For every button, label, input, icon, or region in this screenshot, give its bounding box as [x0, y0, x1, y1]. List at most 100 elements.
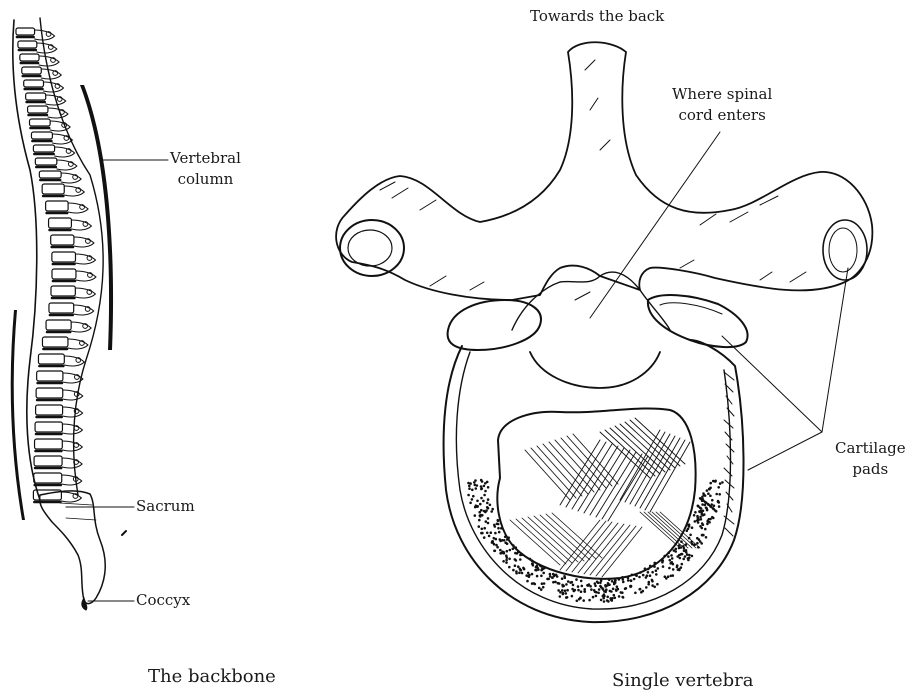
stipple-dot-144 [555, 581, 557, 583]
stipple-dot-18 [577, 586, 579, 588]
sketch-stroke-4 [730, 212, 748, 222]
stipple-dot-358 [472, 489, 474, 491]
process-7 [50, 121, 70, 131]
stipple-dot-269 [671, 562, 673, 564]
stipple-dot-362 [664, 555, 666, 557]
sketch-stroke-2 [420, 200, 436, 210]
stipple-dot-0 [598, 592, 600, 594]
label-vertebral-column: Vertebral column [170, 148, 241, 190]
cartilage-leader-3 [748, 432, 822, 470]
sacrum-detail [60, 503, 96, 520]
stipple-dot-281 [703, 493, 705, 495]
stipple-dot-355 [695, 512, 697, 514]
stipple-dot-404 [482, 515, 484, 517]
stipple-dot-106 [667, 576, 669, 578]
stipple-dot-386 [625, 588, 627, 590]
stipple-dot-110 [481, 509, 483, 511]
stipple-dot-92 [541, 575, 543, 577]
stipple-dot-452 [701, 527, 703, 529]
stipple-dot-139 [652, 571, 654, 573]
process-18 [75, 288, 95, 298]
hatch-line-24 [630, 420, 680, 466]
vertebra-body-18 [51, 286, 75, 296]
stipple-dot-183 [705, 502, 707, 504]
stipple-dot-419 [688, 557, 690, 559]
stipple-dot-337 [541, 583, 543, 585]
stipple-dot-365 [531, 573, 533, 575]
stipple-dot-468 [549, 576, 551, 578]
stipple-dot-375 [487, 499, 489, 501]
stipple-dot-412 [683, 550, 685, 552]
stipple-dot-175 [670, 575, 672, 577]
stipple-dot-67 [627, 577, 629, 579]
stipple-dot-480 [600, 580, 602, 582]
stipple-dot-266 [642, 574, 644, 576]
stipple-dot-481 [703, 534, 705, 536]
stipple-dot-198 [500, 549, 502, 551]
stipple-dot-135 [497, 546, 499, 548]
stipple-dot-447 [640, 572, 642, 574]
stipple-dot-389 [588, 584, 590, 586]
stipple-dot-394 [697, 518, 699, 520]
stipple-dot-515 [516, 572, 518, 574]
stipple-dot-285 [648, 581, 650, 583]
caption-backbone: The backbone [148, 666, 276, 687]
stipple-dot-497 [481, 481, 483, 483]
stipple-dot-353 [719, 483, 721, 485]
process-15 [74, 237, 94, 247]
stipple-dot-282 [543, 583, 545, 585]
spinal-canal-top [512, 272, 670, 330]
stipple-dot-471 [500, 553, 502, 555]
stipple-dot-30 [480, 486, 482, 488]
process-11 [61, 173, 81, 183]
stipple-dot-234 [685, 550, 687, 552]
left-process-end-inner [348, 230, 392, 266]
stipple-dot-105 [686, 554, 688, 556]
stipple-dot-184 [702, 498, 704, 500]
sacrum-fleck [122, 531, 126, 535]
hatch-line-19 [605, 430, 655, 476]
stipple-dot-315 [645, 577, 647, 579]
stipple-dot-465 [696, 520, 698, 522]
spine-front-contour [13, 20, 40, 500]
stipple-dot-108 [498, 527, 500, 529]
sketch-stroke-1 [392, 188, 408, 198]
stipple-dot-91 [475, 480, 477, 482]
stipple-dot-86 [595, 595, 597, 597]
stipple-dot-13 [483, 485, 485, 487]
stipple-dot-423 [531, 560, 533, 562]
stipple-dot-514 [567, 581, 569, 583]
flank-line-4 [724, 420, 733, 428]
stipple-dot-206 [616, 590, 618, 592]
hatch-line-54 [660, 512, 700, 548]
stipple-dot-415 [542, 568, 544, 570]
stipple-dot-49 [562, 586, 564, 588]
vertebra-body-13 [46, 201, 68, 211]
stipple-dot-474 [487, 502, 489, 504]
stipple-dot-194 [553, 581, 555, 583]
stipple-dot-275 [712, 499, 714, 501]
stipple-dot-324 [591, 589, 593, 591]
backbone-drawing [11, 18, 168, 610]
label-spinal-line2: cord enters [672, 105, 772, 126]
process-0 [35, 30, 55, 40]
stipple-dot-453 [698, 506, 700, 508]
sketch-stroke-12 [600, 140, 610, 150]
stipple-dot-385 [486, 481, 488, 483]
stipple-dot-503 [604, 591, 606, 593]
stipple-dot-182 [583, 600, 585, 602]
stipple-dot-260 [486, 532, 488, 534]
sketch-stroke-14 [680, 260, 694, 268]
stipple-dot-351 [606, 600, 608, 602]
stipple-dot-498 [543, 572, 545, 574]
stipple-dot-320 [622, 579, 624, 581]
vertebra-body-1 [18, 41, 37, 48]
stipple-dot-289 [514, 565, 516, 567]
stipple-dot-250 [633, 578, 635, 580]
caption-vertebra: Single vertebra [612, 670, 754, 691]
process-27 [62, 441, 82, 451]
stipple-dot-516 [600, 582, 602, 584]
stipple-dot-155 [580, 580, 582, 582]
sketch-stroke-6 [790, 272, 806, 282]
stipple-dot-491 [655, 563, 657, 565]
